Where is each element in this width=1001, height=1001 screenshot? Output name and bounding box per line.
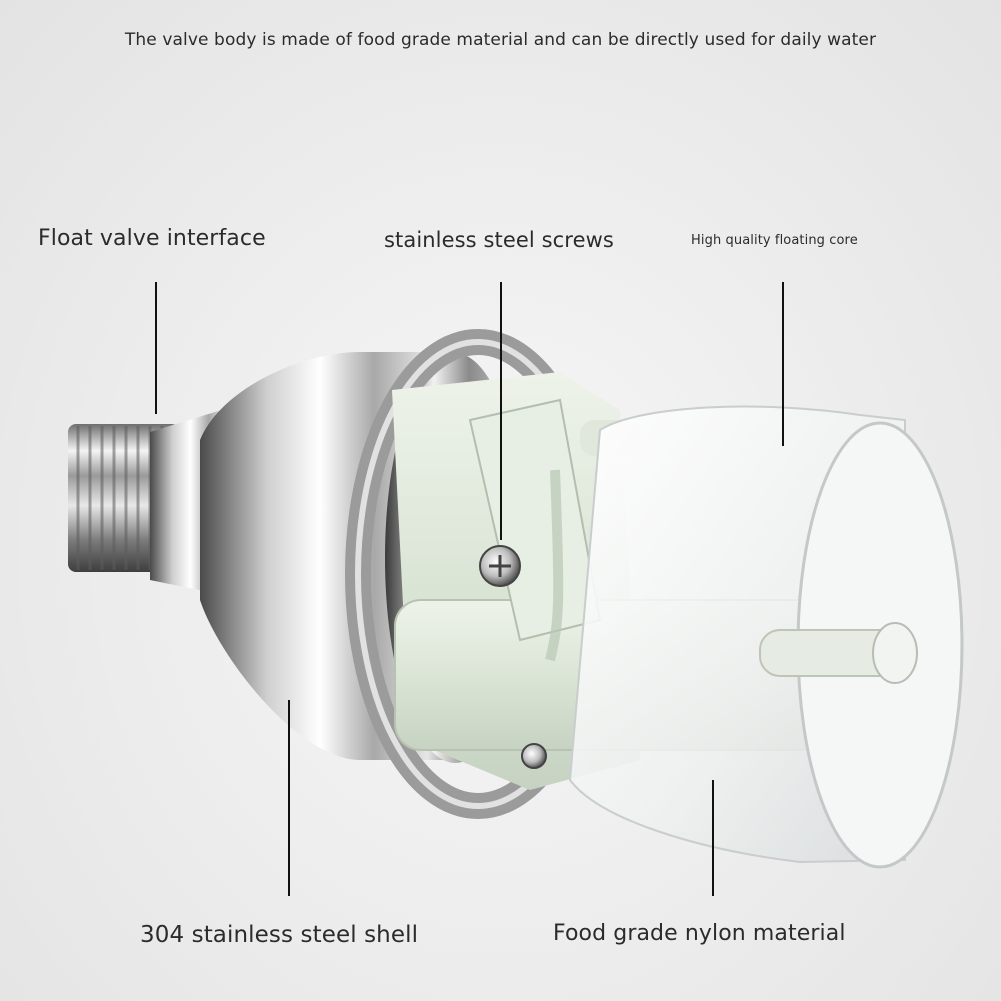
- floating-core: [545, 405, 964, 869]
- screws: [479, 545, 547, 769]
- label-stainless-steel-screws: stainless steel screws: [384, 228, 614, 252]
- label-floating-core: High quality floating core: [691, 233, 858, 248]
- headline-caption: The valve body is made of food grade mat…: [124, 30, 877, 50]
- label-steel-shell: 304 stainless steel shell: [140, 922, 419, 948]
- label-nylon-material: Food grade nylon material: [553, 921, 846, 946]
- callout-lines: [155, 282, 784, 896]
- label-float-valve-interface: Float valve interface: [38, 226, 266, 251]
